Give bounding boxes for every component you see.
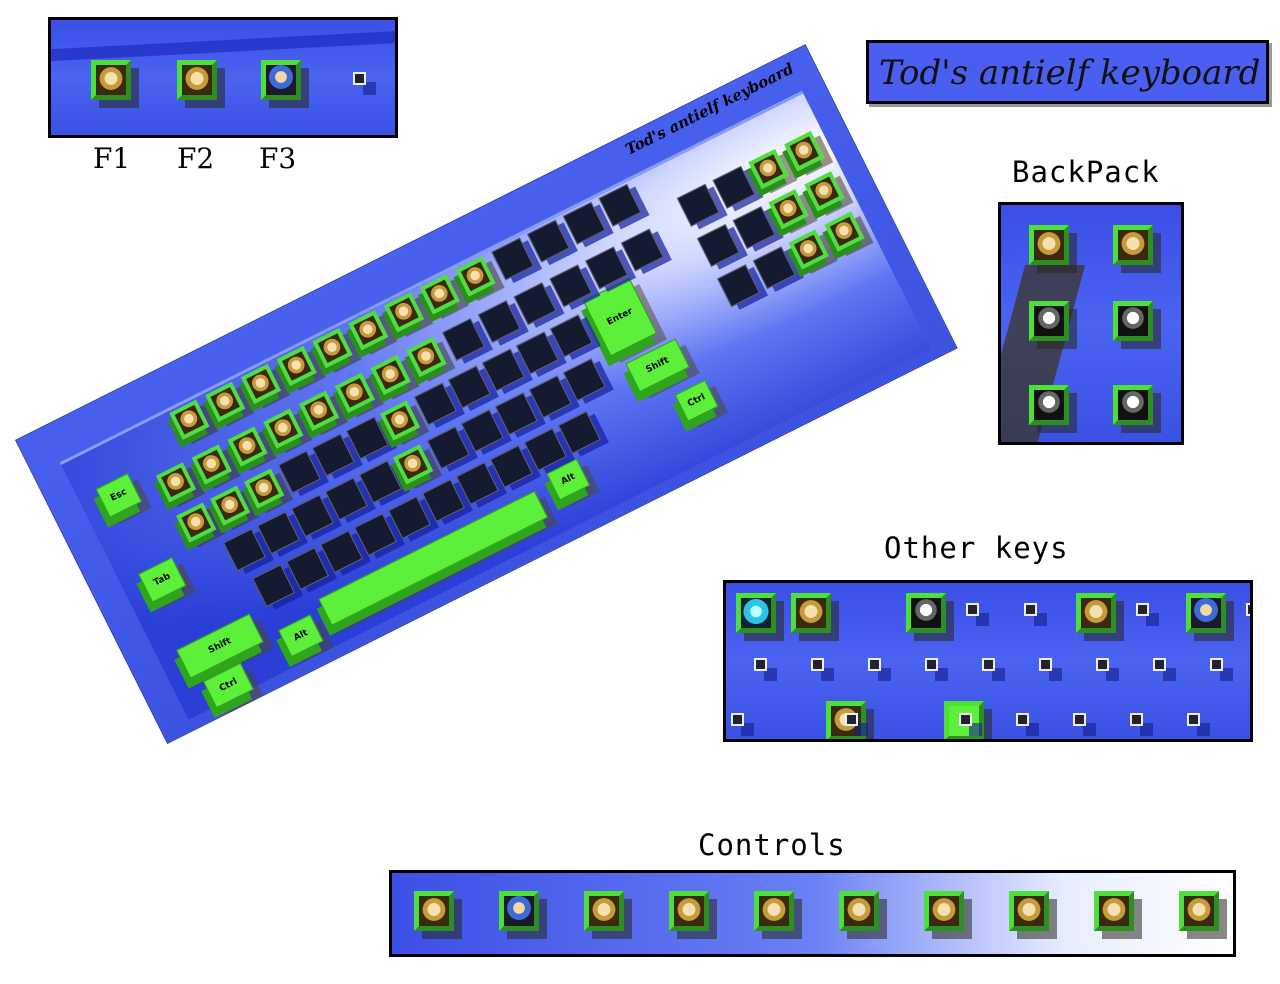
other-key-portrait-icon[interactable] (791, 593, 831, 633)
controls-panel (389, 870, 1236, 957)
f1-label: F1 (93, 142, 131, 175)
backpack-heading: BackPack (1012, 155, 1160, 189)
backpack-item-icon[interactable] (1113, 385, 1153, 425)
controls-heading: Controls (698, 828, 846, 862)
other-keys-heading: Other keys (884, 531, 1069, 565)
empty-slot (1210, 658, 1223, 671)
empty-slot (1073, 713, 1086, 726)
f3-portrait-icon[interactable] (261, 60, 301, 100)
backpack-item-icon[interactable] (1029, 225, 1069, 265)
f2-label: F2 (177, 142, 215, 175)
empty-slot (1039, 658, 1052, 671)
f2-portrait-icon[interactable] (177, 60, 217, 100)
empty-slot (1024, 603, 1037, 616)
empty-slot (845, 713, 858, 726)
empty-slot (1136, 603, 1149, 616)
empty-slot (868, 658, 881, 671)
control-portrait-icon[interactable] (1094, 891, 1134, 931)
backpack-item-icon[interactable] (1029, 301, 1069, 341)
control-portrait-icon[interactable] (584, 891, 624, 931)
backpack-panel (998, 202, 1184, 445)
control-portrait-icon[interactable] (669, 891, 709, 931)
empty-slot (1016, 713, 1029, 726)
empty-slot (966, 603, 979, 616)
empty-slot (811, 658, 824, 671)
empty-slot (1153, 658, 1166, 671)
empty-slot (1096, 658, 1109, 671)
empty-slot (925, 658, 938, 671)
empty-slot (353, 72, 366, 85)
empty-slot (731, 713, 744, 726)
control-portrait-icon[interactable] (414, 891, 454, 931)
control-portrait-icon[interactable] (839, 891, 879, 931)
other-key-portrait-icon[interactable] (1186, 593, 1226, 633)
empty-slot (1130, 713, 1143, 726)
empty-slot (1187, 713, 1200, 726)
control-portrait-icon[interactable] (499, 891, 539, 931)
other-key-portrait-icon[interactable] (906, 593, 946, 633)
backpack-item-icon[interactable] (1113, 225, 1153, 265)
title-box: Tod's antielf keyboard (866, 40, 1269, 104)
page-title: Tod's antielf keyboard (879, 53, 1261, 93)
control-portrait-icon[interactable] (924, 891, 964, 931)
f1-portrait-icon[interactable] (91, 60, 131, 100)
empty-slot (982, 658, 995, 671)
control-portrait-icon[interactable] (1009, 891, 1049, 931)
control-portrait-icon[interactable] (754, 891, 794, 931)
empty-slot (754, 658, 767, 671)
function-keys-panel (48, 17, 398, 138)
f3-label: F3 (259, 142, 297, 175)
empty-slot (1246, 603, 1250, 616)
backpack-item-icon[interactable] (1029, 385, 1069, 425)
control-portrait-icon[interactable] (1179, 891, 1219, 931)
backpack-item-icon[interactable] (1113, 301, 1153, 341)
empty-slot (959, 713, 972, 726)
other-keys-panel (723, 580, 1253, 742)
other-key-portrait-icon[interactable] (736, 593, 776, 633)
other-key-portrait-icon[interactable] (1076, 593, 1116, 633)
